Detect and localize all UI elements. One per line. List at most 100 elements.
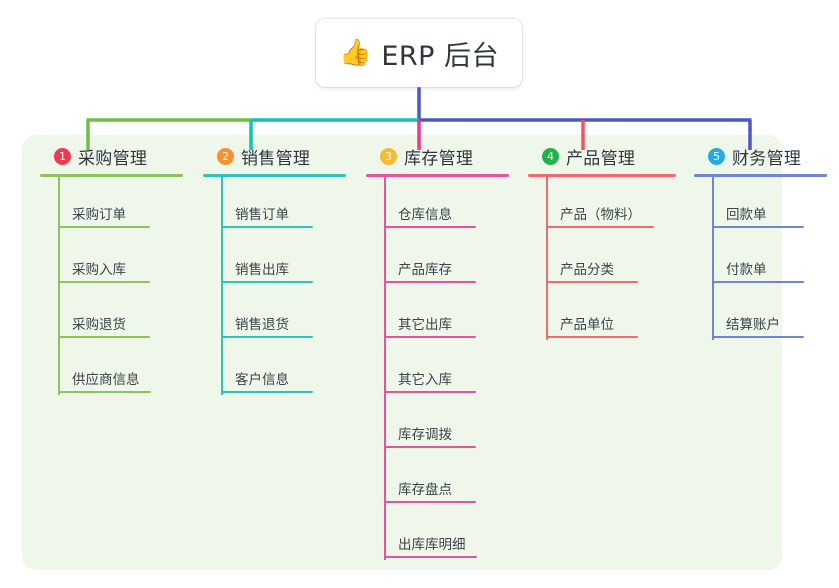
list-item-label: 库存调拨	[398, 427, 452, 443]
list-item-label: 库存盘点	[398, 482, 452, 498]
column-4: 4 产品管理产品（物料） 产品分类产品单位	[528, 143, 683, 342]
list-item[interactable]: 采购退货	[40, 287, 190, 342]
list-item-label: 供应商信息	[72, 372, 140, 388]
list-item-underline	[384, 281, 476, 283]
list-item-label: 采购入库	[72, 262, 126, 278]
list-item-underline	[546, 336, 638, 338]
list-item-underline	[58, 226, 150, 228]
column-rule-2	[203, 174, 346, 177]
list-item[interactable]: 出库库明细	[366, 507, 516, 562]
column-items-4: 产品（物料） 产品分类产品单位	[528, 177, 683, 342]
column-spine-2	[221, 177, 223, 395]
list-item[interactable]: 销售订单	[203, 177, 353, 232]
column-rule-4	[528, 174, 676, 177]
list-item-label: 采购订单	[72, 207, 126, 223]
list-item-label: 产品库存	[398, 262, 452, 278]
list-item-label: 客户信息	[235, 372, 289, 388]
list-item-underline	[384, 501, 476, 503]
list-item-underline	[58, 281, 150, 283]
list-item-label: 出库库明细	[398, 537, 466, 553]
column-badge-1: 1	[54, 147, 71, 165]
list-item-underline	[384, 336, 476, 338]
column-title-2: 销售管理	[241, 148, 311, 169]
list-item[interactable]: 供应商信息	[40, 342, 190, 397]
list-item[interactable]: 结算账户	[694, 287, 834, 342]
list-item[interactable]: 仓库信息	[366, 177, 516, 232]
list-item[interactable]: 回款单	[694, 177, 834, 232]
column-badge-5: 5	[708, 147, 725, 165]
list-item[interactable]: 库存盘点	[366, 452, 516, 507]
list-item-underline	[712, 336, 804, 338]
list-item-underline	[384, 556, 477, 558]
list-item-label: 结算账户	[726, 317, 780, 333]
list-item-label: 其它入库	[398, 372, 452, 388]
column-badge-4: 4	[542, 147, 559, 165]
list-item[interactable]: 产品（物料）	[528, 177, 683, 232]
list-item[interactable]: 付款单	[694, 232, 834, 287]
column-5: 5 财务管理回款单付款单结算账户	[694, 143, 834, 342]
column-spine-3	[384, 177, 386, 560]
thumbs-up-icon: 👍	[338, 38, 372, 68]
column-items-2: 销售订单销售出库销售退货客户信息	[203, 177, 353, 397]
list-item[interactable]: 采购入库	[40, 232, 190, 287]
column-header-5[interactable]: 5 财务管理	[694, 143, 834, 169]
column-header-1[interactable]: 1 采购管理	[40, 143, 190, 169]
list-item-underline	[221, 336, 313, 338]
root-node[interactable]: 👍 ERP 后台	[316, 19, 522, 87]
diagram-panel-background	[22, 135, 782, 570]
list-item[interactable]: 销售出库	[203, 232, 353, 287]
list-item[interactable]: 产品单位	[528, 287, 683, 342]
column-header-3[interactable]: 3 库存管理	[366, 143, 516, 169]
root-title: ERP 后台	[381, 40, 500, 72]
list-item-label: 其它出库	[398, 317, 452, 333]
column-title-4: 产品管理	[566, 148, 636, 169]
column-spine-5	[712, 177, 714, 340]
list-item-label: 产品（物料）	[560, 207, 641, 223]
list-item-underline	[58, 336, 150, 338]
column-header-2[interactable]: 2 销售管理	[203, 143, 353, 169]
column-rule-1	[40, 174, 183, 177]
column-items-3: 仓库信息产品库存其它出库其它入库库存调拨库存盘点出库库明细	[366, 177, 516, 562]
list-item-underline	[384, 226, 476, 228]
column-title-1: 采购管理	[78, 148, 148, 169]
list-item-label: 采购退货	[72, 317, 126, 333]
column-rule-3	[366, 174, 509, 177]
list-item-underline	[58, 391, 151, 393]
column-title-3: 库存管理	[404, 148, 474, 169]
list-item-underline	[546, 226, 654, 228]
list-item[interactable]: 其它出库	[366, 287, 516, 342]
list-item[interactable]: 客户信息	[203, 342, 353, 397]
list-item-label: 仓库信息	[398, 207, 452, 223]
list-item-underline	[221, 281, 313, 283]
list-item-underline	[546, 281, 638, 283]
list-item-label: 付款单	[726, 262, 767, 278]
column-badge-3: 3	[380, 147, 397, 165]
list-item-underline	[221, 391, 313, 393]
list-item[interactable]: 其它入库	[366, 342, 516, 397]
column-1: 1 采购管理采购订单采购入库采购退货供应商信息	[40, 143, 190, 397]
column-2: 2 销售管理销售订单销售出库销售退货客户信息	[203, 143, 353, 397]
list-item[interactable]: 产品库存	[366, 232, 516, 287]
column-items-1: 采购订单采购入库采购退货供应商信息	[40, 177, 190, 397]
column-rule-5	[694, 174, 827, 177]
column-3: 3 库存管理仓库信息产品库存其它出库其它入库库存调拨库存盘点出库库明细	[366, 143, 516, 562]
list-item-label: 销售退货	[235, 317, 289, 333]
list-item-underline	[712, 226, 804, 228]
list-item-label: 产品分类	[560, 262, 614, 278]
list-item[interactable]: 库存调拨	[366, 397, 516, 452]
list-item[interactable]: 销售退货	[203, 287, 353, 342]
list-item-label: 产品单位	[560, 317, 614, 333]
column-items-5: 回款单付款单结算账户	[694, 177, 834, 342]
column-badge-2: 2	[217, 147, 234, 165]
list-item-label: 销售出库	[235, 262, 289, 278]
list-item[interactable]: 采购订单	[40, 177, 190, 232]
list-item-underline	[712, 281, 804, 283]
list-item-underline	[384, 446, 476, 448]
list-item-label: 销售订单	[235, 207, 289, 223]
column-spine-1	[58, 177, 60, 395]
column-title-5: 财务管理	[732, 148, 802, 169]
list-item[interactable]: 产品分类	[528, 232, 683, 287]
list-item-underline	[221, 226, 313, 228]
column-header-4[interactable]: 4 产品管理	[528, 143, 683, 169]
